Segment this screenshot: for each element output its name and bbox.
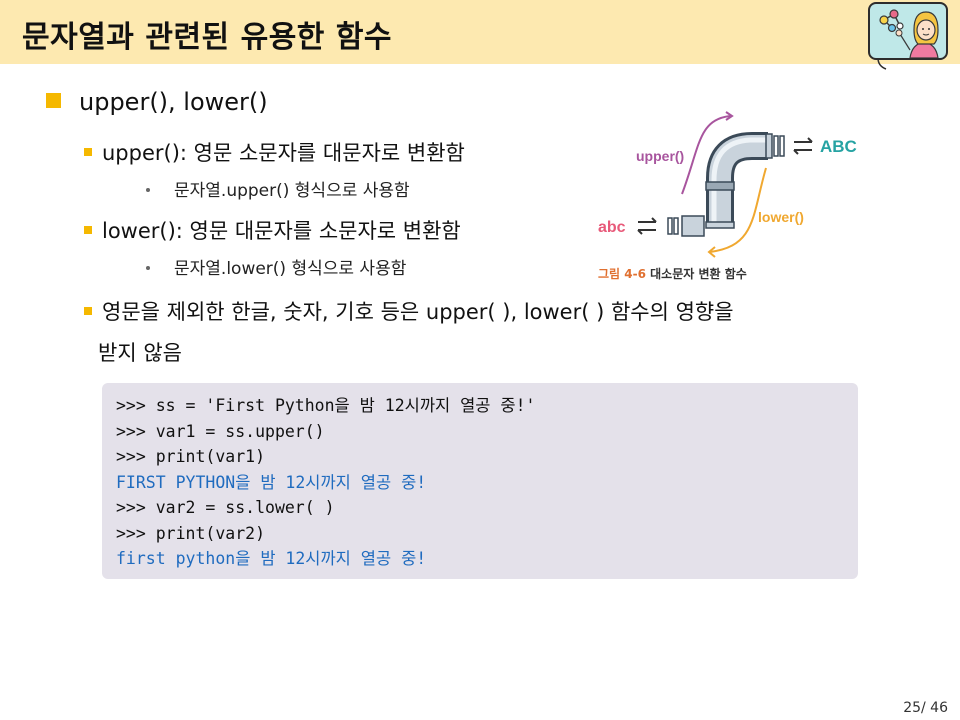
figure-caption-text: 대소문자 변환 함수 (650, 267, 747, 281)
item-note-text: 영문을 제외한 한글, 숫자, 기호 등은 upper( ), lower( )… (102, 300, 734, 324)
code-output-line: FIRST PYTHON을 밤 12시까지 열공 중! (116, 472, 427, 492)
speech-tail-icon (877, 58, 887, 70)
item-upper-text: upper(): 영문 소문자를 대문자로 변환함 (102, 141, 465, 165)
pipe-illustration-icon: upper() lower() ABC abc (598, 111, 857, 258)
bullet-upper-lower: upper(), lower() (46, 88, 268, 116)
code-block: >>> ss = 'First Python을 밤 12시까지 열공 중!' >… (102, 383, 858, 579)
item-upper-sub: 문자열.upper() 형식으로 사용함 (146, 176, 410, 201)
label-upper-fn: upper() (636, 148, 684, 164)
item-lower-sub-text: 문자열.lower() 형식으로 사용함 (174, 259, 407, 279)
label-abc-lower: abc (598, 219, 626, 236)
square-bullet-icon (84, 226, 92, 234)
case-conversion-figure: upper() lower() ABC abc (590, 106, 870, 286)
code-line: >>> print(var2) (116, 523, 266, 543)
item-lower-text: lower(): 영문 대문자를 소문자로 변환함 (102, 219, 461, 243)
item-lower-sub: 문자열.lower() 형식으로 사용함 (146, 254, 406, 279)
code-line: >>> var2 = ss.lower( ) (116, 498, 335, 517)
header-bar: 문자열과 관련된 유용한 함수 (0, 0, 960, 64)
item-lower: lower(): 영문 대문자를 소문자로 변환함 (84, 215, 461, 245)
code-line: >>> print(var1) (116, 447, 266, 466)
teacher-illustration-icon (879, 9, 939, 58)
label-abc-upper: ABC (820, 137, 857, 156)
avatar (868, 2, 948, 60)
page-title: 문자열과 관련된 유용한 함수 (22, 20, 393, 55)
item-upper-sub-text: 문자열.upper() 형식으로 사용함 (174, 181, 410, 201)
dot-bullet-icon (146, 266, 150, 270)
item-note-continued: 받지 않음 (98, 341, 182, 365)
square-bullet-icon (84, 307, 92, 315)
code-line: >>> ss = 'First Python을 밤 12시까지 열공 중!' (116, 396, 536, 415)
dot-bullet-icon (146, 188, 150, 192)
code-output-line: first python을 밤 12시까지 열공 중! (116, 549, 427, 568)
item-upper: upper(): 영문 소문자를 대문자로 변환함 (84, 137, 465, 167)
code-line: >>> var1 = ss.upper() (116, 421, 325, 441)
label-lower-fn: lower() (758, 209, 804, 225)
page-number: 25/ 46 (903, 700, 948, 716)
figure-caption: 그림 4-6 대소문자 변환 함수 (598, 265, 747, 282)
bullet-text: upper(), lower() (79, 88, 268, 116)
figure-caption-number: 그림 4-6 (598, 267, 646, 281)
square-bullet-icon (46, 93, 61, 108)
item-note: 영문을 제외한 한글, 숫자, 기호 등은 upper( ), lower( )… (84, 296, 734, 326)
square-bullet-icon (84, 148, 92, 156)
